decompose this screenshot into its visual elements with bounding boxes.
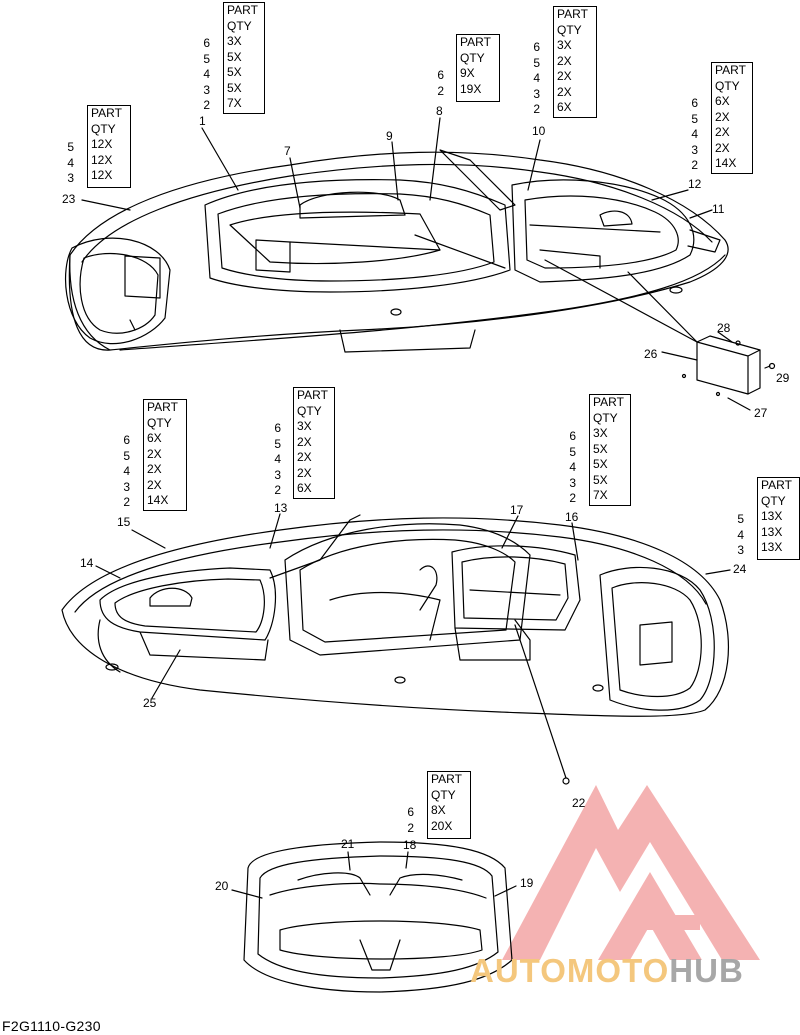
- callout-15: 15: [117, 515, 131, 529]
- callout-7: 7: [284, 144, 291, 158]
- small-part-drawing: [661, 331, 776, 411]
- callout-10: 10: [532, 124, 546, 138]
- callout-8: 8: [436, 104, 443, 118]
- figure-id: F2G1110-G230: [2, 1018, 101, 1034]
- callout-24: 24: [733, 562, 747, 576]
- callout-22: 22: [572, 796, 586, 810]
- callout-11: 11: [712, 202, 725, 216]
- callout-16: 16: [565, 510, 579, 524]
- callout-14: 14: [80, 556, 94, 570]
- middle-deck-drawing: [61, 513, 731, 785]
- callout-27: 27: [754, 406, 768, 420]
- callout-19: 19: [520, 876, 534, 890]
- top-deck-drawing: [64, 117, 729, 353]
- callout-13: 13: [274, 501, 288, 515]
- watermark-moto: MOTO: [566, 952, 670, 989]
- bottom-storage-drawing: [231, 841, 517, 993]
- callout-9: 9: [386, 129, 393, 143]
- callout-29: 29: [776, 371, 790, 385]
- callout-28: 28: [717, 321, 731, 335]
- callout-26: 26: [644, 347, 658, 361]
- watermark-logo: [502, 785, 760, 960]
- watermark-auto: AUTO: [470, 952, 567, 989]
- callout-23: 23: [62, 192, 76, 206]
- callout-18: 18: [403, 838, 417, 852]
- callout-21: 21: [341, 837, 355, 851]
- callout-12: 12: [688, 177, 702, 191]
- callout-25: 25: [143, 696, 157, 710]
- callout-17: 17: [510, 503, 524, 517]
- watermark-hub: HUB: [669, 952, 744, 989]
- watermark-text: AUTOMOTOHUB: [470, 952, 744, 990]
- callout-20: 20: [215, 879, 229, 893]
- callout-1: 1: [199, 114, 206, 128]
